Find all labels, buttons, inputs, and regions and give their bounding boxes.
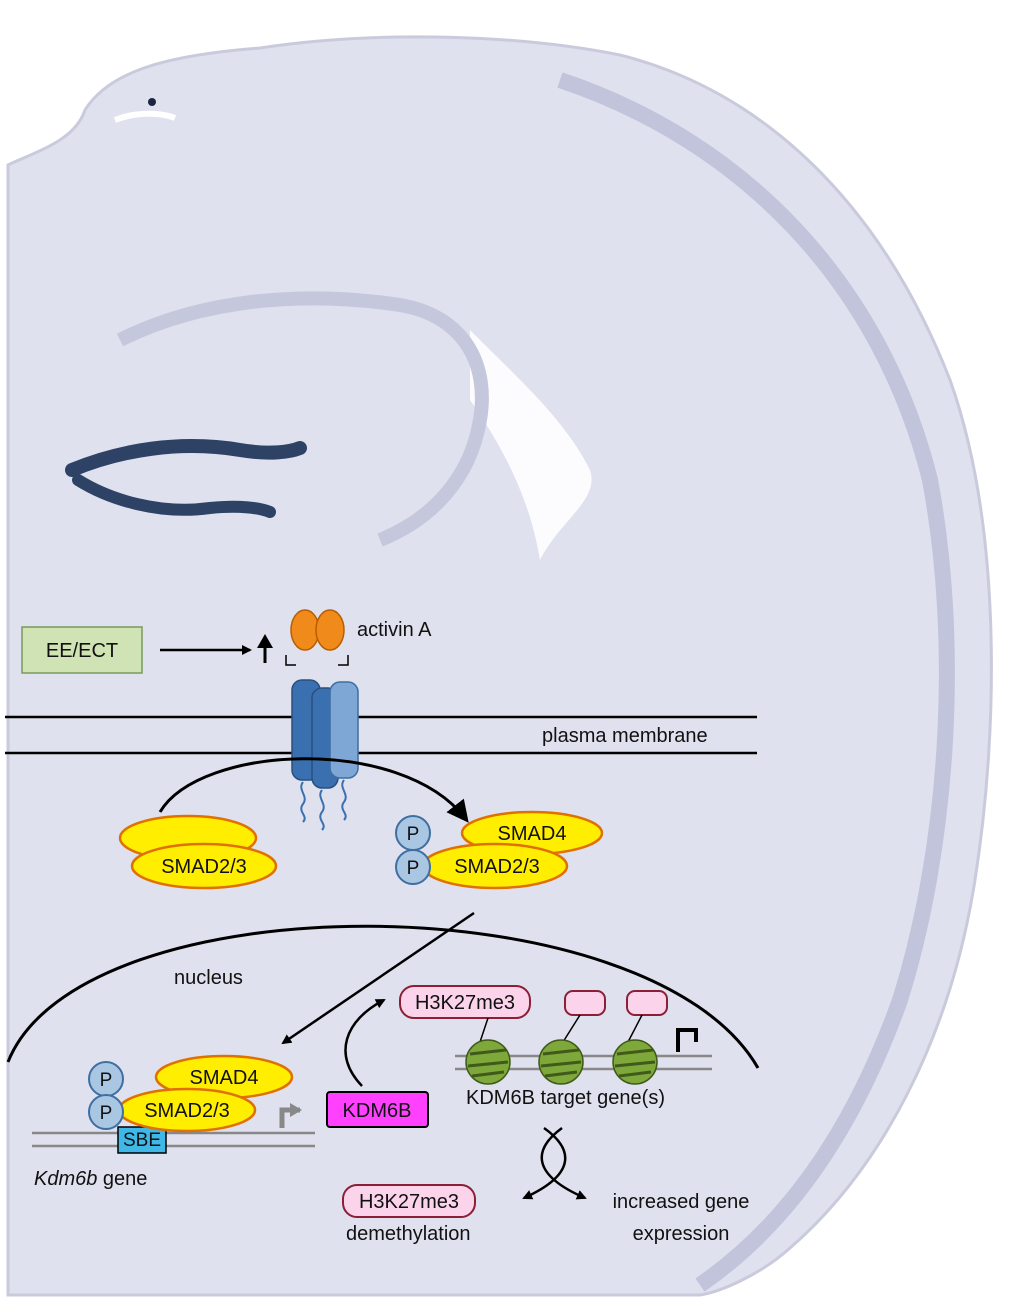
nucleus-label: nucleus (174, 967, 243, 989)
smad4-nuclear-label: SMAD4 (190, 1067, 259, 1089)
h3k27me3-label: H3K27me3 (415, 992, 515, 1014)
demethylation-label: demethylation (346, 1223, 471, 1245)
tissue-outline (6, 35, 993, 1297)
increased-expression-line-2: expression (633, 1223, 730, 1245)
smad23-nuclear-label: SMAD2/3 (144, 1100, 230, 1122)
kdm6b-gene-name: Kdm6b (34, 1168, 97, 1190)
tissue-notch (113, 110, 177, 123)
kdm6b-protein-label: KDM6B (343, 1100, 412, 1122)
outcome-arrow-right (540, 1126, 587, 1200)
target-tss-arrow (676, 1028, 698, 1052)
mark-stem-3 (627, 1014, 643, 1043)
smad4-label: SMAD4 (498, 823, 567, 845)
ventricle-gap (470, 330, 592, 560)
sbe-label: SBE (123, 1130, 161, 1151)
phospho-label-2: P (407, 858, 420, 879)
smad23-p-label: SMAD2/3 (454, 856, 540, 878)
translocation-arrow (281, 911, 475, 1045)
nucleosome-3 (612, 1039, 658, 1085)
cortex-stain-band (557, 72, 955, 1292)
hippocampus-outline (116, 291, 489, 547)
nucleosome-2 (538, 1039, 584, 1085)
phospho-label-3: P (100, 1070, 113, 1091)
dentate-gyrus-upper (65, 439, 307, 477)
stimulus-box: EE/ECT (21, 626, 143, 674)
increased-expression-line-1: increased gene (613, 1191, 750, 1213)
smad-complex-cytoplasm: P P SMAD4 SMAD2/3 (395, 810, 604, 890)
brain-section (6, 35, 993, 1297)
dentate-gyrus-lower (72, 474, 276, 518)
nucleosome-1 (465, 1039, 511, 1085)
phospho-label-4: P (100, 1103, 113, 1124)
smad23-label: SMAD2/3 (161, 856, 247, 878)
sbe-box (117, 1126, 167, 1154)
activin-label: activin A (357, 619, 432, 641)
mark-stem-2 (562, 1014, 581, 1043)
stain-spot (148, 98, 156, 106)
nuclear-envelope (6, 924, 760, 1069)
kdm6b-action-arrow (344, 998, 386, 1087)
kdm6b-protein-box (326, 1091, 429, 1128)
kdm6b-gene-suffix: gene (97, 1168, 147, 1190)
target-genes-label: KDM6B target gene(s) (466, 1087, 665, 1109)
h3k27me3-outcome-label: H3K27me3 (359, 1191, 459, 1213)
activin-receptor (291, 679, 359, 831)
upregulation-arrow (257, 634, 273, 663)
activin-a-ligand (285, 609, 349, 666)
kdm6b-gene-label: Kdm6b gene (34, 1168, 147, 1190)
h3k27me3-outcome-box (342, 1184, 476, 1218)
phospho-label-1: P (407, 824, 420, 845)
transcription-start-arrow (279, 1103, 302, 1128)
h3k27me3-mark-2 (564, 990, 606, 1016)
h3k27me3-mark-labelled (399, 985, 531, 1019)
smad23-cytoplasm: SMAD2/3 (118, 814, 278, 890)
stimulus-label: EE/ECT (46, 640, 118, 662)
h3k27me3-mark-3 (626, 990, 668, 1016)
phosphorylation-arrow (158, 757, 469, 823)
membrane-label: plasma membrane (542, 725, 708, 747)
smad-complex-nuclear: P P SMAD4 SMAD2/3 (88, 1054, 294, 1133)
mark-stem-1 (479, 1017, 489, 1043)
